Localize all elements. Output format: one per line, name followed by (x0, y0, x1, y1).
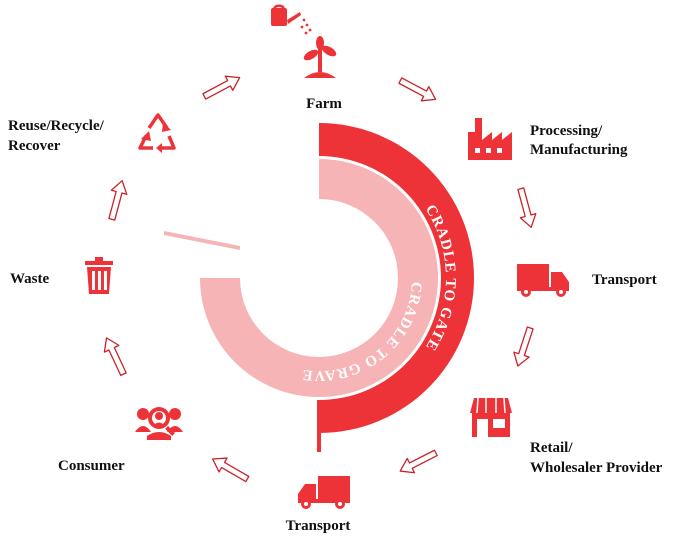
arrow-consumer-to-waste (103, 337, 127, 377)
stage-processing: Processing/ Manufacturing (468, 118, 628, 160)
stage-waste: Waste (10, 257, 113, 294)
sprout-icon (303, 36, 337, 78)
stage-label-retail-line1: Retail/ (530, 440, 573, 456)
factory-icon (468, 118, 512, 160)
stage-label-processing-line1: Processing/ (530, 123, 603, 139)
stage-label-transport-bottom: Transport (286, 518, 351, 534)
consumer-group-icon (135, 407, 183, 440)
stage-retail: Retail/ Wholesaler Provider (470, 397, 663, 476)
stage-recycle: Reuse/Recycle/ Recover (8, 113, 176, 154)
arrow-processing-to-transport (517, 187, 537, 228)
trash-can-icon (85, 257, 113, 294)
cradle-to-grave-tail (164, 231, 240, 250)
lifecycle-rings: CRADLE TO GATE CRADLE TO GRAVE (164, 123, 474, 452)
cycle-arrows (103, 75, 537, 483)
stage-label-consumer: Consumer (58, 458, 125, 474)
storefront-icon (470, 397, 512, 437)
arrow-transport-to-consumer (212, 457, 250, 483)
arrow-waste-to-recycle (108, 180, 128, 221)
stage-label-retail-line2: Wholesaler Provider (530, 460, 663, 476)
stage-farm: Farm (271, 4, 342, 112)
stage-label-processing-line2: Manufacturing (530, 142, 628, 158)
cradle-to-gate-stem (317, 400, 321, 452)
stage-label-recycle-line1: Reuse/Recycle/ (8, 118, 105, 134)
cradle-to-gate-ring (319, 123, 474, 433)
watering-can-icon (271, 4, 312, 35)
stage-transport-right: Transport (517, 264, 657, 297)
truck-icon (517, 264, 569, 297)
stage-consumer: Consumer (58, 407, 183, 474)
recycle-icon (138, 113, 176, 153)
cradle-to-grave-ring (200, 159, 438, 397)
arrow-recycle-to-farm (202, 75, 241, 100)
arrow-farm-to-processing (398, 77, 437, 102)
stage-label-transport-right: Transport (592, 272, 657, 288)
stage-label-farm: Farm (306, 96, 342, 112)
arrow-retail-to-transport (399, 449, 438, 474)
truck-icon (298, 476, 350, 509)
stage-transport-bottom: Transport (286, 476, 351, 534)
arrow-transport-to-retail (513, 326, 534, 367)
stage-label-recycle-line2: Recover (8, 138, 61, 154)
stage-label-waste: Waste (10, 271, 50, 287)
